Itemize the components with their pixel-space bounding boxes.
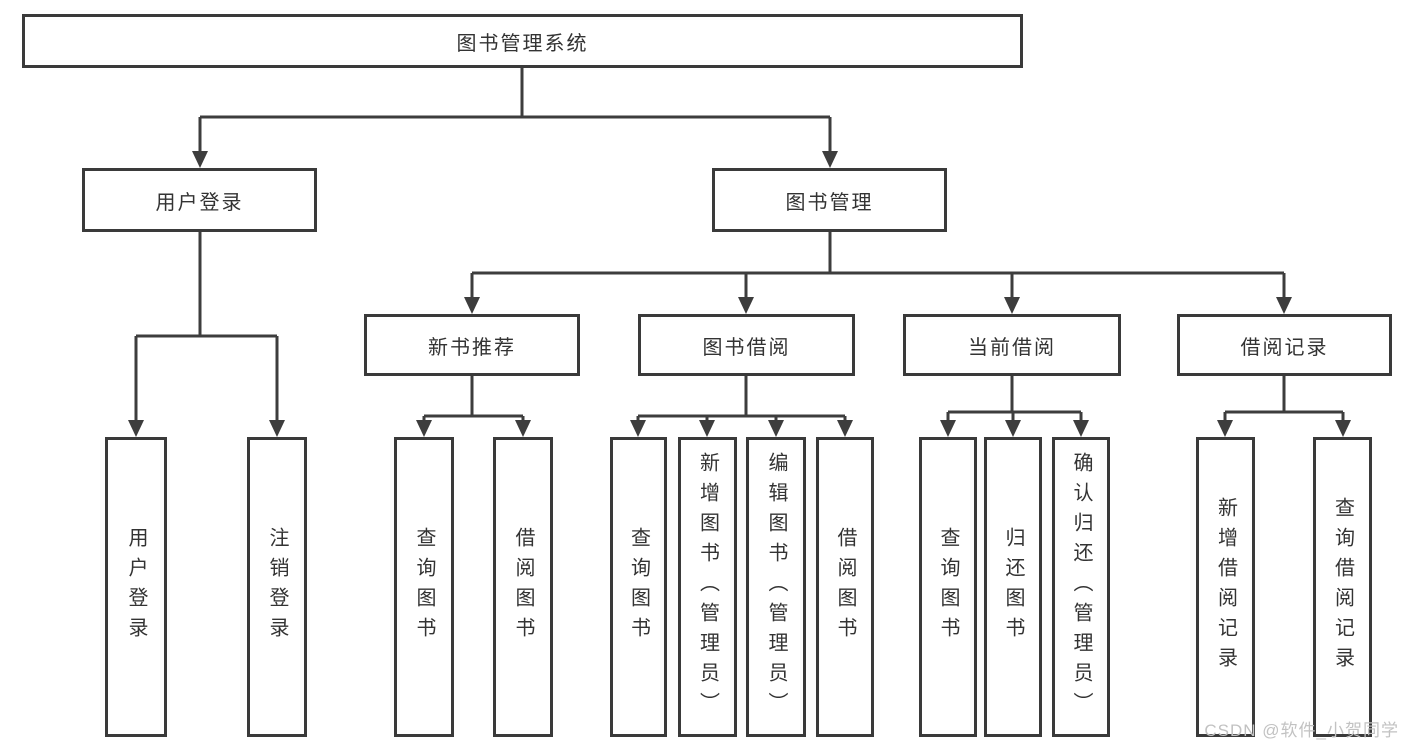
arrow-down-icon [192,151,208,168]
node-user-login-label: 用户登录 [155,191,244,214]
arrow-down-icon [837,420,853,437]
leaf-query-book: 查询图书 [610,437,667,737]
arrow-down-icon [416,420,432,437]
connector-user-login [134,232,279,420]
node-root-label: 图书管理系统 [456,32,589,55]
node-current-borrow: 当前借阅 [903,314,1121,376]
arrow-down-icon [1073,420,1089,437]
leaf-label: 确认归还（管理员） [1070,452,1092,722]
leaf-add-book-admin: 新增图书（管理员） [678,437,737,737]
leaf-label: 查询图书 [413,527,435,647]
leaf-label: 借阅图书 [512,527,534,647]
leaf-label: 借阅图书 [834,527,856,647]
arrow-down-icon [1005,420,1021,437]
node-borrow-record: 借阅记录 [1177,314,1392,376]
connector-root [198,68,832,151]
connector-current-borrow [946,376,1083,420]
leaf-add-borrow-record: 新增借阅记录 [1196,437,1255,737]
leaf-edit-book-admin: 编辑图书（管理员） [746,437,806,737]
leaf-label: 查询图书 [937,527,959,647]
leaf-label: 注销登录 [266,527,288,647]
leaf-borrow-book: 借阅图书 [816,437,874,737]
leaf-label: 新增借阅记录 [1214,497,1237,677]
connector-borrow-record [1223,376,1345,420]
leaf-return-book: 归还图书 [984,437,1042,737]
arrow-down-icon [738,297,754,314]
node-book-borrow: 图书借阅 [638,314,855,376]
leaf-query-book: 查询图书 [919,437,977,737]
leaf-label: 归还图书 [1002,527,1024,647]
node-book-management: 图书管理 [712,168,947,232]
leaf-label: 用户登录 [125,527,147,647]
arrow-down-icon [1276,297,1292,314]
arrow-down-icon [1217,420,1233,437]
connector-book-mgmt [470,232,1286,297]
arrow-down-icon [515,420,531,437]
arrow-down-icon [464,297,480,314]
arrow-down-icon [822,151,838,168]
node-new-book-recommend: 新书推荐 [364,314,580,376]
arrow-down-icon [768,420,784,437]
leaf-confirm-return-admin: 确认归还（管理员） [1052,437,1110,737]
arrow-down-icon [269,420,285,437]
arrow-down-icon [128,420,144,437]
arrow-down-icon [1004,297,1020,314]
leaf-query-borrow-record: 查询借阅记录 [1313,437,1372,737]
leaf-label: 新增图书（管理员） [696,452,719,722]
leaf-label: 查询借阅记录 [1331,497,1354,677]
arrow-down-icon [940,420,956,437]
node-root: 图书管理系统 [22,14,1023,68]
connector-new-book-rec [422,376,525,420]
node-user-login: 用户登录 [82,168,317,232]
leaf-borrow-book: 借阅图书 [493,437,553,737]
csdn-watermark: CSDN @软件_小贺同学 [1204,721,1399,740]
leaf-label: 编辑图书（管理员） [765,452,787,722]
arrow-down-icon [699,420,715,437]
leaf-logout: 注销登录 [247,437,307,737]
node-current-borrow-label: 当前借阅 [968,336,1056,359]
leaf-user-login: 用户登录 [105,437,167,737]
node-new-book-recommend-label: 新书推荐 [428,336,516,359]
connector-book-borrow [636,376,847,420]
leaf-query-book: 查询图书 [394,437,454,737]
node-book-management-label: 图书管理 [785,191,874,214]
node-borrow-record-label: 借阅记录 [1240,336,1329,359]
arrow-down-icon [1335,420,1351,437]
arrowheads [128,151,1351,437]
leaf-label: 查询图书 [627,527,650,647]
node-book-borrow-label: 图书借阅 [702,336,791,359]
arrow-down-icon [630,420,646,437]
